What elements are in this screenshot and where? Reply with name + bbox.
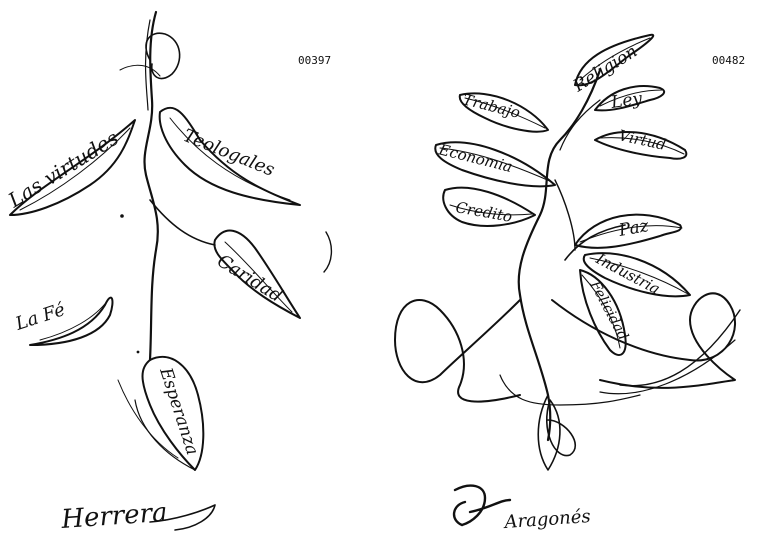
label-economia: Economia — [436, 140, 514, 176]
signature-herrera: Herrera — [59, 498, 168, 535]
left-panel: Las virtudes Teologales Caridad La Fé Es… — [3, 12, 331, 535]
right-lower-loop-right — [552, 293, 735, 388]
label-felicidad: Felicidad — [586, 277, 631, 343]
signature-aragones: Aragonés — [502, 506, 591, 533]
label-paz: Paz — [616, 216, 651, 241]
label-la-fe: La Fé — [12, 299, 68, 335]
label-esperanza: Esperanza — [155, 364, 202, 457]
right-bottom-knot — [538, 395, 575, 470]
catalog-number-left: 00397 — [298, 54, 331, 67]
right-panel: Religion Ley Virtud Trabajo Economia Cre… — [395, 35, 745, 533]
catalog-number-right: 00482 — [712, 54, 745, 67]
label-ley: Ley — [609, 89, 644, 113]
right-lower-loop-left — [395, 300, 520, 402]
signature-flourish — [454, 486, 510, 525]
